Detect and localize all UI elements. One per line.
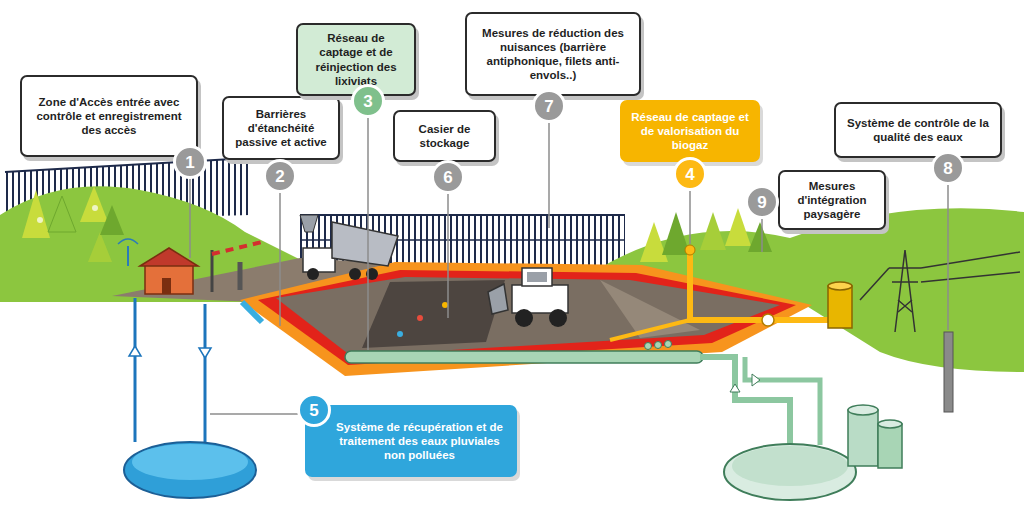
rainwater-basin: [124, 442, 256, 498]
callout-text: Réseau de captage et de valorisation du …: [629, 110, 751, 152]
callout-box: Zone d'Accès entrée avec contrôle et enr…: [20, 75, 198, 157]
biogas-pipe: [690, 250, 838, 320]
callout-number: 9: [757, 194, 766, 211]
leachate-pipe: [345, 351, 703, 363]
callout-box: Barrières d'étanchéité passive et active: [222, 96, 340, 160]
power-pylon: [860, 250, 1020, 332]
callout-number: 7: [544, 98, 553, 115]
callout-number: 1: [185, 154, 194, 171]
callout-number: 2: [275, 168, 284, 185]
callout-circle: 6: [431, 160, 465, 194]
callout-circle: 3: [351, 84, 385, 118]
callout-box: Système de contrôle de la qualité des ea…: [834, 102, 1002, 158]
callout-text: Barrières d'étanchéité passive et active: [231, 107, 331, 149]
callout-text: Mesures de réduction des nuisances (barr…: [474, 26, 632, 82]
truck: [303, 248, 335, 272]
leachate-basin: [724, 444, 856, 500]
callout-text: Système de contrôle de la qualité des ea…: [843, 116, 993, 144]
control-well: [944, 332, 953, 412]
callout-circle: 7: [532, 89, 566, 123]
callout-text: Mesures d'intégration paysagère: [787, 179, 877, 221]
callout-box: Réseau de captage et de valorisation du …: [620, 100, 760, 162]
callout-text: Système de récupération et de traitement…: [331, 420, 508, 462]
rainwater-pipe: [134, 298, 137, 442]
fence: [300, 215, 625, 265]
storage-cell: [276, 277, 780, 356]
callout-circle: 9: [745, 185, 779, 219]
callout-circle: 1: [173, 145, 207, 179]
callout-text: Casier de stockage: [402, 122, 487, 150]
callout-circle: 8: [931, 151, 965, 185]
callout-box: Mesures de réduction des nuisances (barr…: [465, 12, 641, 96]
callout-number: 3: [363, 93, 372, 110]
house: [145, 264, 193, 294]
callout-box: Mesures d'intégration paysagère: [778, 170, 886, 230]
callout-number: 4: [685, 166, 694, 183]
callout-box: Casier de stockage: [393, 110, 496, 162]
callout-circle: 2: [263, 159, 297, 193]
callout-box: Réseau de captage et de réinjection des …: [296, 23, 416, 96]
callout-number: 6: [443, 169, 452, 186]
callout-circle: 5: [297, 393, 331, 427]
callout-box: Système de récupération et de traitement…: [305, 405, 517, 477]
leader-line: [190, 118, 948, 414]
callout-circle: 4: [673, 157, 707, 191]
callout-number: 8: [943, 160, 952, 177]
callout-text: Zone d'Accès entrée avec contrôle et enr…: [29, 95, 189, 137]
callout-number: 5: [309, 402, 318, 419]
bulldozer: [512, 285, 568, 313]
callout-text: Réseau de captage et de réinjection des …: [305, 31, 407, 87]
